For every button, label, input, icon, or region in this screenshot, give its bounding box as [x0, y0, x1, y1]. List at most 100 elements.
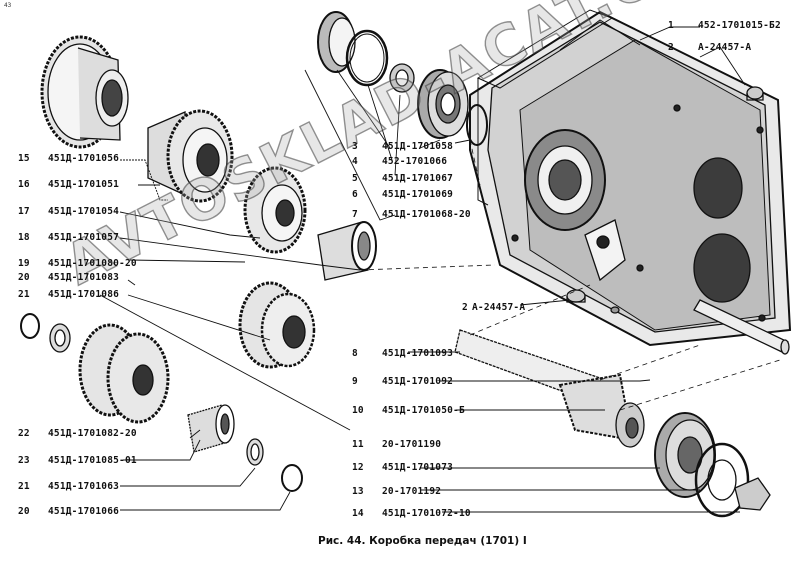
callout-number: 4: [352, 156, 358, 167]
callout-label: 16 451Д-1701051: [18, 179, 119, 190]
callout-label: 15 451Д-1701056: [18, 153, 119, 164]
leader-lines: [99, 26, 746, 513]
callout-number: 2: [462, 302, 468, 313]
callout-part-number: 451Д-1701082-20: [48, 428, 137, 439]
callout-number: 10: [352, 405, 364, 416]
callout-number: 16: [18, 179, 30, 190]
callout-label: 1 452-1701015-Б2: [668, 20, 781, 31]
callout-label: 7 451Д-1701068-20: [352, 209, 471, 220]
callout-part-number: 20-1701192: [382, 486, 442, 497]
gear-15: [40, 35, 129, 149]
callout-part-number: 452-1701066: [382, 156, 448, 167]
callout-number: 3: [352, 141, 358, 152]
callout-label: 2 А-24457-А: [462, 302, 525, 313]
callout-number: 18: [18, 232, 30, 243]
ball-bearing-bottom: [654, 412, 716, 498]
callout-part-number: 451Д-1701073: [382, 462, 454, 473]
callout-number: 2: [668, 42, 674, 53]
gear-22: [78, 323, 170, 424]
callout-label: 10 451Д-1701050-Б: [352, 405, 465, 416]
plug-top: [746, 86, 764, 101]
figure-caption: Рис. 44. Коробка передач (1701) I: [318, 535, 527, 547]
callout-number: 21: [18, 481, 30, 492]
callout-label: 2 А-24457-А: [668, 42, 751, 53]
callout-label: 19 451Д-1701080-20: [18, 258, 137, 269]
callout-part-number: 451Д-1701072-10: [382, 508, 471, 519]
callout-label: 5 451Д-1701067: [352, 173, 453, 184]
countershaft: [693, 299, 790, 355]
small-pin: [610, 306, 620, 314]
gearbox-housing: [469, 10, 792, 347]
nut: [734, 477, 771, 511]
callout-part-number: 451Д-1701083: [48, 272, 120, 283]
callout-number: 19: [18, 258, 30, 269]
snap-ring-left: [20, 313, 40, 339]
callout-part-number: 451Д-1701086: [48, 289, 120, 300]
callout-part-number: 451Д-1701056: [48, 153, 120, 164]
page-number: 43: [4, 2, 12, 9]
callout-part-number: 451Д-1701092: [382, 376, 454, 387]
callout-label: 23 451Д-1701085-01: [18, 455, 137, 466]
callout-part-number: 451Д-1701068-20: [382, 209, 471, 220]
main-shaft: [454, 329, 645, 448]
callout-number: 7: [352, 209, 358, 220]
washer-left: [49, 323, 71, 353]
callout-number: 22: [18, 428, 30, 439]
thrust-washer: [694, 442, 750, 518]
callout-number: 9: [352, 376, 358, 387]
needle-bearing: [187, 404, 235, 453]
callout-number: 20: [18, 506, 30, 517]
callout-label: 22 451Д-1701082-20: [18, 428, 137, 439]
callout-part-number: 451Д-1701054: [48, 206, 120, 217]
callout-number: 8: [352, 348, 358, 359]
callout-number: 13: [352, 486, 364, 497]
callout-part-number: 451Д-1701050-Б: [382, 405, 465, 416]
callout-part-number: 451Д-1701067: [382, 173, 454, 184]
callout-label: 6 451Д-1701069: [352, 189, 453, 200]
callout-part-number: 451Д-1701069: [382, 189, 454, 200]
callout-number: 5: [352, 173, 358, 184]
bearing-sleeve-18: [317, 221, 377, 281]
callout-label: 18 451Д-1701057: [18, 232, 119, 243]
callout-part-number: 451Д-1701080-20: [48, 258, 137, 269]
callout-number: 6: [352, 189, 358, 200]
callout-label: 21 451Д-1701063: [18, 481, 119, 492]
housing-gasket: [476, 9, 614, 206]
callout-number: 14: [352, 508, 364, 519]
callout-number: 23: [18, 455, 30, 466]
callout-part-number: 451Д-1701066: [48, 506, 120, 517]
callout-part-number: 451Д-1701085-01: [48, 455, 137, 466]
callout-part-number: 451Д-1701051: [48, 179, 120, 190]
callout-number: 1: [668, 20, 674, 31]
snap-ring-top: [466, 104, 488, 146]
callout-number: 15: [18, 153, 30, 164]
callout-part-number: 451Д-1701057: [48, 232, 120, 243]
thrust-washer-small: [389, 63, 415, 93]
callout-part-number: 451Д-1701063: [48, 481, 120, 492]
callout-part-number: 451Д-1701093: [382, 348, 454, 359]
callout-number: 20: [18, 272, 30, 283]
callout-part-number: 451Д-1701058: [382, 141, 454, 152]
callout-label: 20 451Д-1701066: [18, 506, 119, 517]
callout-part-number: 20-1701190: [382, 439, 442, 450]
callout-label: 9 451Д-1701092: [352, 376, 453, 387]
callout-label: 20 451Д-1701083: [18, 272, 119, 283]
callout-part-number: А-24457-А: [698, 42, 752, 53]
callout-number: 21: [18, 289, 30, 300]
gear-16: [147, 109, 234, 203]
callout-label: 3 451Д-1701058: [352, 141, 453, 152]
washer-23: [246, 438, 264, 466]
callout-part-number: А-24457-А: [472, 302, 526, 313]
gear-17: [243, 166, 307, 254]
callout-label: 13 20-1701192: [352, 486, 441, 497]
callout-label: 4 452-1701066: [352, 156, 447, 167]
callout-label: 14 451Д-1701072-10: [352, 508, 471, 519]
gear-19: [238, 281, 316, 369]
callout-number: 11: [352, 439, 364, 450]
callout-part-number: 452-1701015-Б2: [698, 20, 781, 31]
callout-label: 11 20-1701190: [352, 439, 441, 450]
